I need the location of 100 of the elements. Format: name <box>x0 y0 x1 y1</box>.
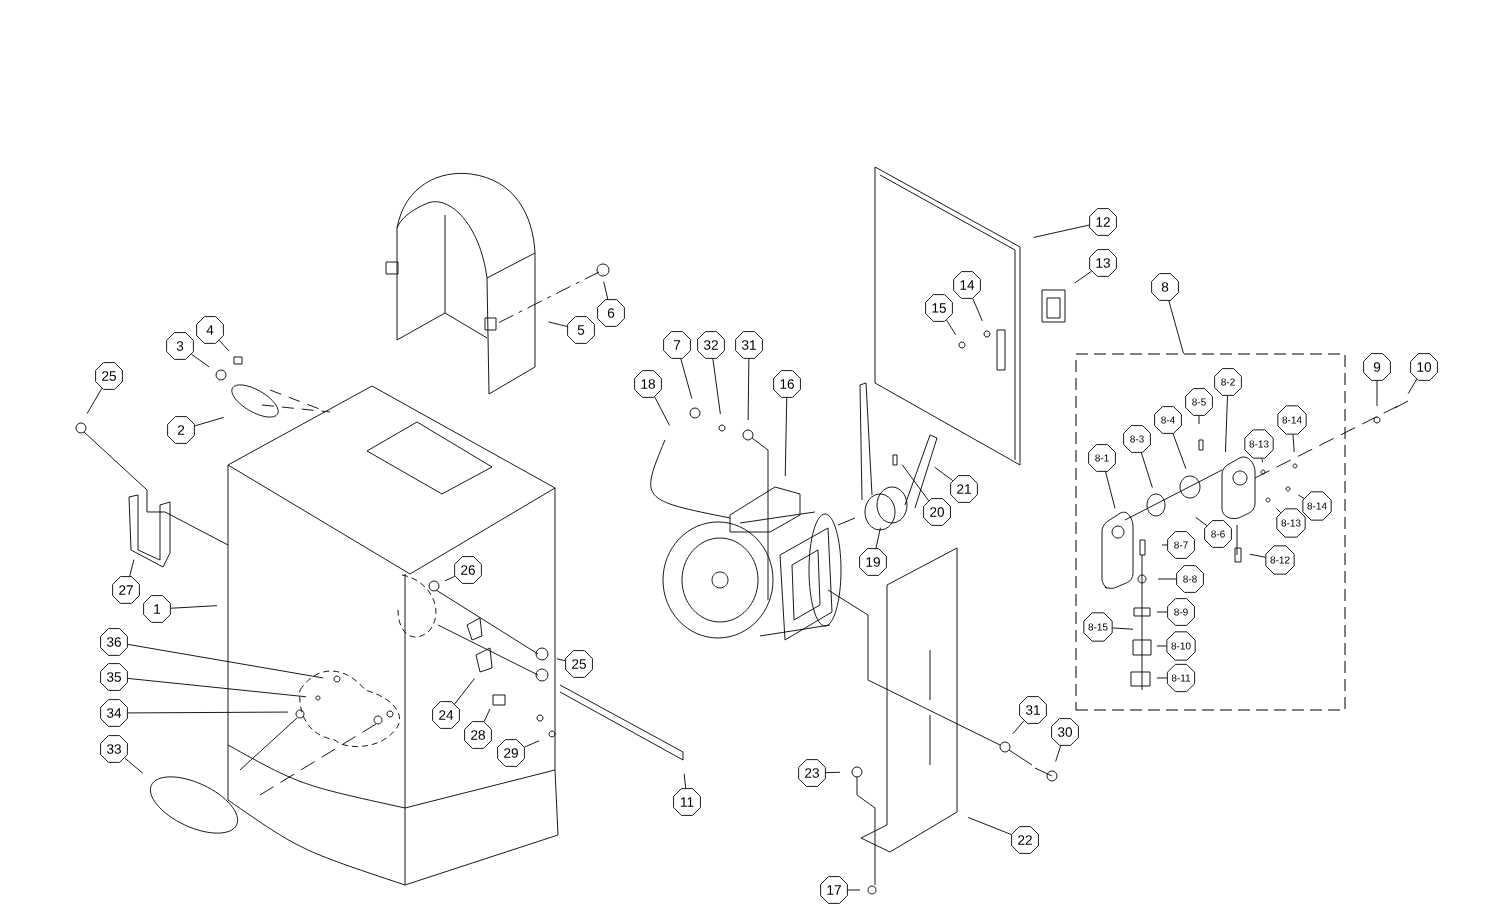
callout-number: 20 <box>923 498 951 526</box>
leader-line <box>680 358 693 399</box>
callout-number: 6 <box>597 299 625 327</box>
leader-line <box>1407 378 1418 395</box>
leader-line <box>1055 745 1062 762</box>
leader-line <box>444 575 456 582</box>
callout-number: 7 <box>663 331 691 359</box>
callout-number: 29 <box>497 739 525 767</box>
callout-number: 8-15 <box>1083 612 1113 642</box>
callout-number: 8 <box>1151 273 1179 301</box>
callout-number: 8-13 <box>1244 429 1274 459</box>
leader-line <box>127 677 307 698</box>
leader-line <box>1376 380 1378 407</box>
callout-number: 8-10 <box>1166 631 1196 661</box>
leader-line <box>556 658 566 662</box>
callout-number: 25 <box>565 650 593 678</box>
leader-line <box>1172 433 1187 470</box>
callout-number: 1 <box>143 595 171 623</box>
leader-line <box>1157 578 1177 580</box>
callout-number: 2 <box>167 416 195 444</box>
callout-number: 21 <box>950 475 978 503</box>
callout-number: 8-3 <box>1123 425 1151 453</box>
leader-line <box>1168 300 1184 354</box>
leader-line <box>1112 627 1134 630</box>
leader-line <box>1276 508 1282 514</box>
callout-number: 8-11 <box>1166 663 1196 693</box>
callout-number: 23 <box>798 759 826 787</box>
leader-line <box>1297 494 1305 499</box>
leader-line <box>524 740 540 748</box>
leader-line <box>1261 458 1264 463</box>
callout-number: 8-9 <box>1167 598 1195 626</box>
callout-number: 8-2 <box>1214 368 1242 396</box>
callout-number: 14 <box>953 271 981 299</box>
callout-number: 3 <box>166 332 194 360</box>
leader-line <box>124 757 144 774</box>
dashed-group-box <box>1075 353 1346 711</box>
callout-number: 8-8 <box>1176 565 1204 593</box>
leader-line <box>1292 434 1295 453</box>
callout-number: 22 <box>1011 826 1039 854</box>
callout-number: 8-4 <box>1154 406 1182 434</box>
leader-line <box>483 708 491 723</box>
leader-line <box>1156 645 1167 647</box>
callout-number: 25 <box>95 362 123 390</box>
leader-line <box>1074 270 1092 284</box>
leader-line <box>127 711 289 714</box>
leader-line <box>1249 553 1266 558</box>
callout-number: 30 <box>1051 718 1079 746</box>
callout-number: 35 <box>100 663 128 691</box>
leader-line <box>218 339 230 352</box>
leader-line <box>1012 720 1025 735</box>
leader-line <box>847 889 861 891</box>
callout-number: 13 <box>1089 249 1117 277</box>
callout-number: 9 <box>1363 353 1391 381</box>
leader-line <box>1195 516 1208 527</box>
callout-number: 24 <box>432 701 460 729</box>
callout-number: 36 <box>100 628 128 656</box>
callout-number: 18 <box>634 370 662 398</box>
callout-number: 8-14 <box>1302 491 1332 521</box>
callout-number: 15 <box>925 294 953 322</box>
leader-line <box>1225 395 1228 453</box>
leader-line <box>603 281 609 300</box>
leader-line <box>127 643 324 679</box>
callout-number: 10 <box>1410 353 1438 381</box>
callout-number: 8-12 <box>1265 545 1295 575</box>
callout-number: 17 <box>820 876 848 904</box>
callout-number: 27 <box>112 576 140 604</box>
leader-line <box>1198 415 1200 425</box>
leader-line <box>129 559 135 577</box>
callout-number: 31 <box>735 331 763 359</box>
callout-number: 5 <box>567 316 595 344</box>
callout-number: 32 <box>697 331 725 359</box>
leader-line <box>194 416 224 427</box>
callout-number: 19 <box>859 548 887 576</box>
leader-line <box>1033 224 1090 238</box>
callout-number: 34 <box>100 699 128 727</box>
leader-line <box>712 358 721 415</box>
leader-line <box>1140 452 1153 488</box>
callout-number: 8-7 <box>1167 531 1195 559</box>
callout-number: 8-5 <box>1185 388 1213 416</box>
leader-line <box>1156 677 1168 679</box>
leader-line <box>934 466 954 482</box>
leader-line <box>1161 544 1168 546</box>
leader-line <box>190 353 210 368</box>
leader-line <box>972 298 983 322</box>
leader-line <box>1105 471 1116 509</box>
leader-line <box>967 816 1012 835</box>
callout-number: 4 <box>196 316 224 344</box>
callout-number: 33 <box>100 735 128 763</box>
callout-number: 8-13 <box>1276 508 1306 538</box>
leader-line <box>170 605 218 609</box>
leader-line <box>654 396 670 426</box>
callout-number: 8-1 <box>1088 444 1116 472</box>
leader-line <box>825 771 841 774</box>
leader-line <box>901 464 930 502</box>
callout-number: 11 <box>673 788 701 816</box>
leader-line <box>86 387 103 415</box>
leader-line <box>747 358 750 421</box>
callout-number: 28 <box>464 721 492 749</box>
callout-number: 31 <box>1019 696 1047 724</box>
callout-number: 8-14 <box>1277 405 1307 435</box>
